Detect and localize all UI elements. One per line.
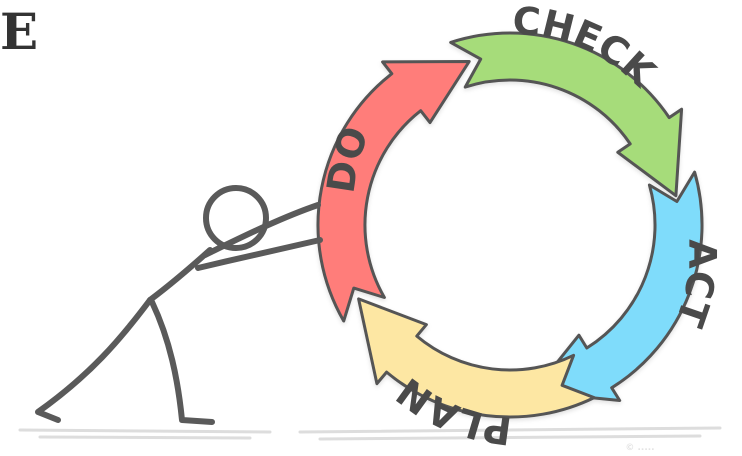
stick-figure <box>35 185 323 425</box>
figure-leg-front <box>149 299 215 425</box>
do-arrow <box>316 60 471 323</box>
figure-leg-back <box>35 297 153 423</box>
ground-shadow <box>18 426 722 441</box>
check-arrow <box>449 31 684 198</box>
figure-body <box>147 247 213 303</box>
figure-arm-upper <box>202 202 321 258</box>
cropped-heading-letter: E <box>0 2 39 61</box>
figure-arm-lower <box>195 237 323 271</box>
watermark-text: © ..... <box>625 443 654 452</box>
plan-arrow <box>357 297 596 419</box>
